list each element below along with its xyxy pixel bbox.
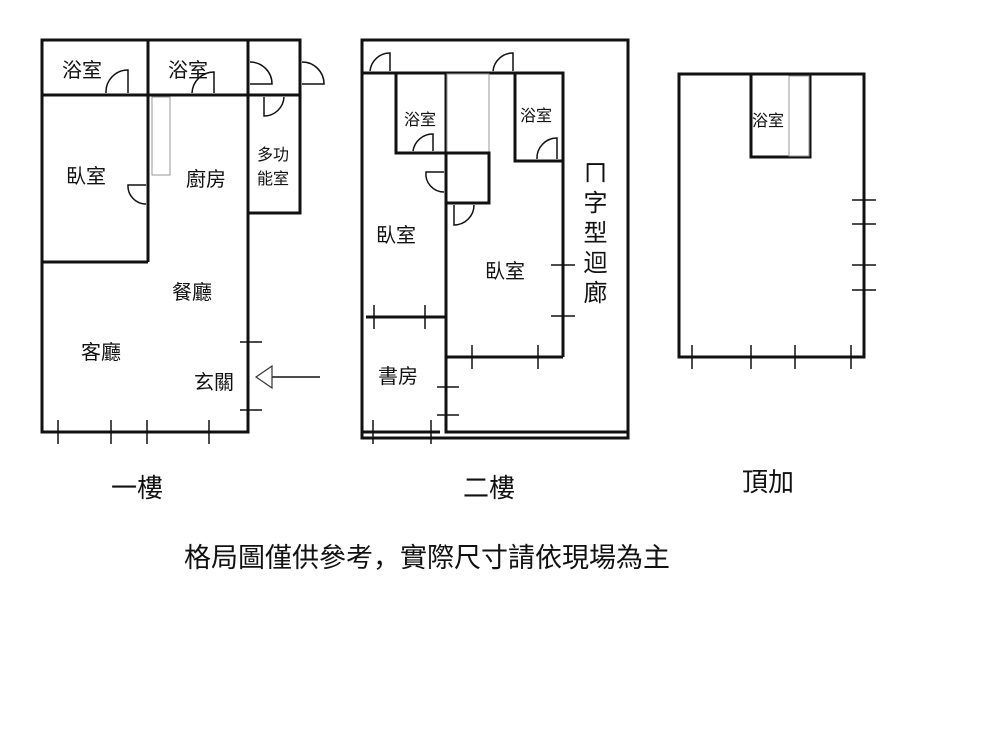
roof-bath-label: 浴室: [752, 111, 785, 130]
f1-entry-label: 玄關: [194, 370, 234, 394]
f1-kitchen-label: 廚房: [186, 167, 226, 191]
roof-caption: 頂加: [742, 468, 795, 498]
f1-bedroom-label: 臥室: [66, 164, 106, 188]
entry-arrow-icon: [254, 364, 320, 390]
f1-dining-label: 餐廳: [172, 280, 212, 304]
f1-bath1-label: 浴室: [62, 58, 102, 82]
f2-bath2-label: 浴室: [520, 106, 553, 125]
f2-bath1-label: 浴室: [404, 110, 437, 129]
f2-corridor-label: ㄇ字型迴廊: [579, 160, 607, 310]
f2-study-label: 書房: [378, 364, 418, 388]
floor2-caption: 二樓: [463, 474, 516, 504]
f1-living-label: 客廳: [81, 340, 121, 364]
f2-bedroom2-label: 臥室: [485, 259, 525, 283]
f1-bath2-label: 浴室: [168, 58, 208, 82]
roof-walls: [677, 72, 876, 369]
floor2-walls: [360, 38, 630, 444]
f1-multi-room-label: 多功 能室: [257, 145, 290, 188]
floor1-caption: 一樓: [111, 474, 164, 504]
floor1-walls: [40, 38, 325, 444]
f2-bedroom1-label: 臥室: [376, 223, 416, 247]
disclaimer-note: 格局圖僅供參考，實際尺寸請依現場為主: [184, 543, 670, 574]
